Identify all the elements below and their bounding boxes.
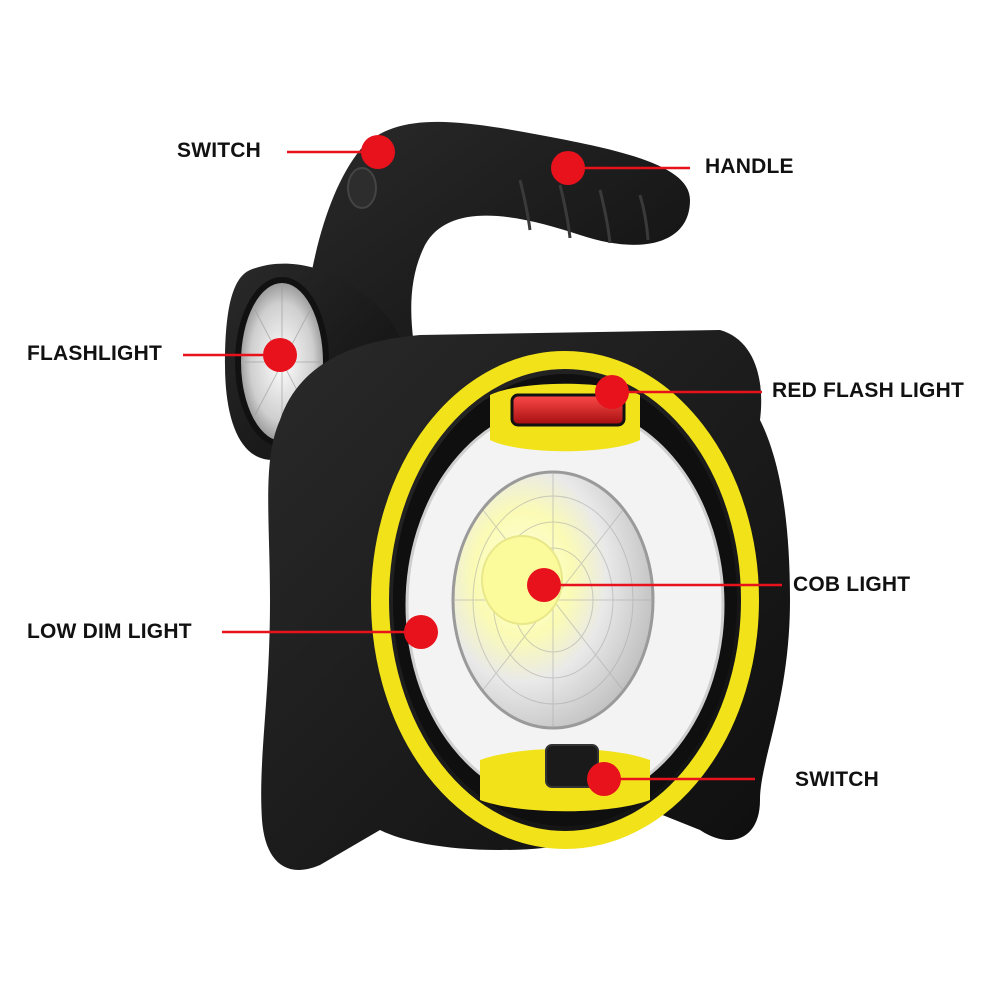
grip-ridges bbox=[518, 179, 650, 244]
handle-shape[interactable] bbox=[300, 121, 690, 400]
marker-red-flash-light bbox=[595, 375, 629, 409]
yellow-ring bbox=[371, 351, 759, 849]
red-flash-light-panel[interactable] bbox=[510, 393, 626, 427]
markers bbox=[263, 135, 629, 796]
cob-chip bbox=[481, 535, 563, 625]
marker-flashlight bbox=[263, 338, 297, 372]
marker-cob-light bbox=[527, 568, 561, 602]
label-cob-light: COB LIGHT bbox=[793, 573, 911, 596]
marker-switch-bottom bbox=[587, 762, 621, 796]
label-flashlight: FLASHLIGHT bbox=[27, 342, 162, 365]
marker-switch-top bbox=[361, 135, 395, 169]
label-switch-top: SWITCH bbox=[177, 139, 262, 162]
label-red-flash-light: RED FLASH LIGHT bbox=[772, 379, 964, 402]
label-switch-bottom: SWITCH bbox=[795, 768, 880, 791]
marker-handle bbox=[551, 151, 585, 185]
top-switch-button[interactable] bbox=[347, 167, 377, 209]
marker-low-dim-light bbox=[404, 615, 438, 649]
label-low-dim-light: LOW DIM LIGHT bbox=[27, 620, 192, 643]
label-handle: HANDLE bbox=[705, 155, 794, 178]
